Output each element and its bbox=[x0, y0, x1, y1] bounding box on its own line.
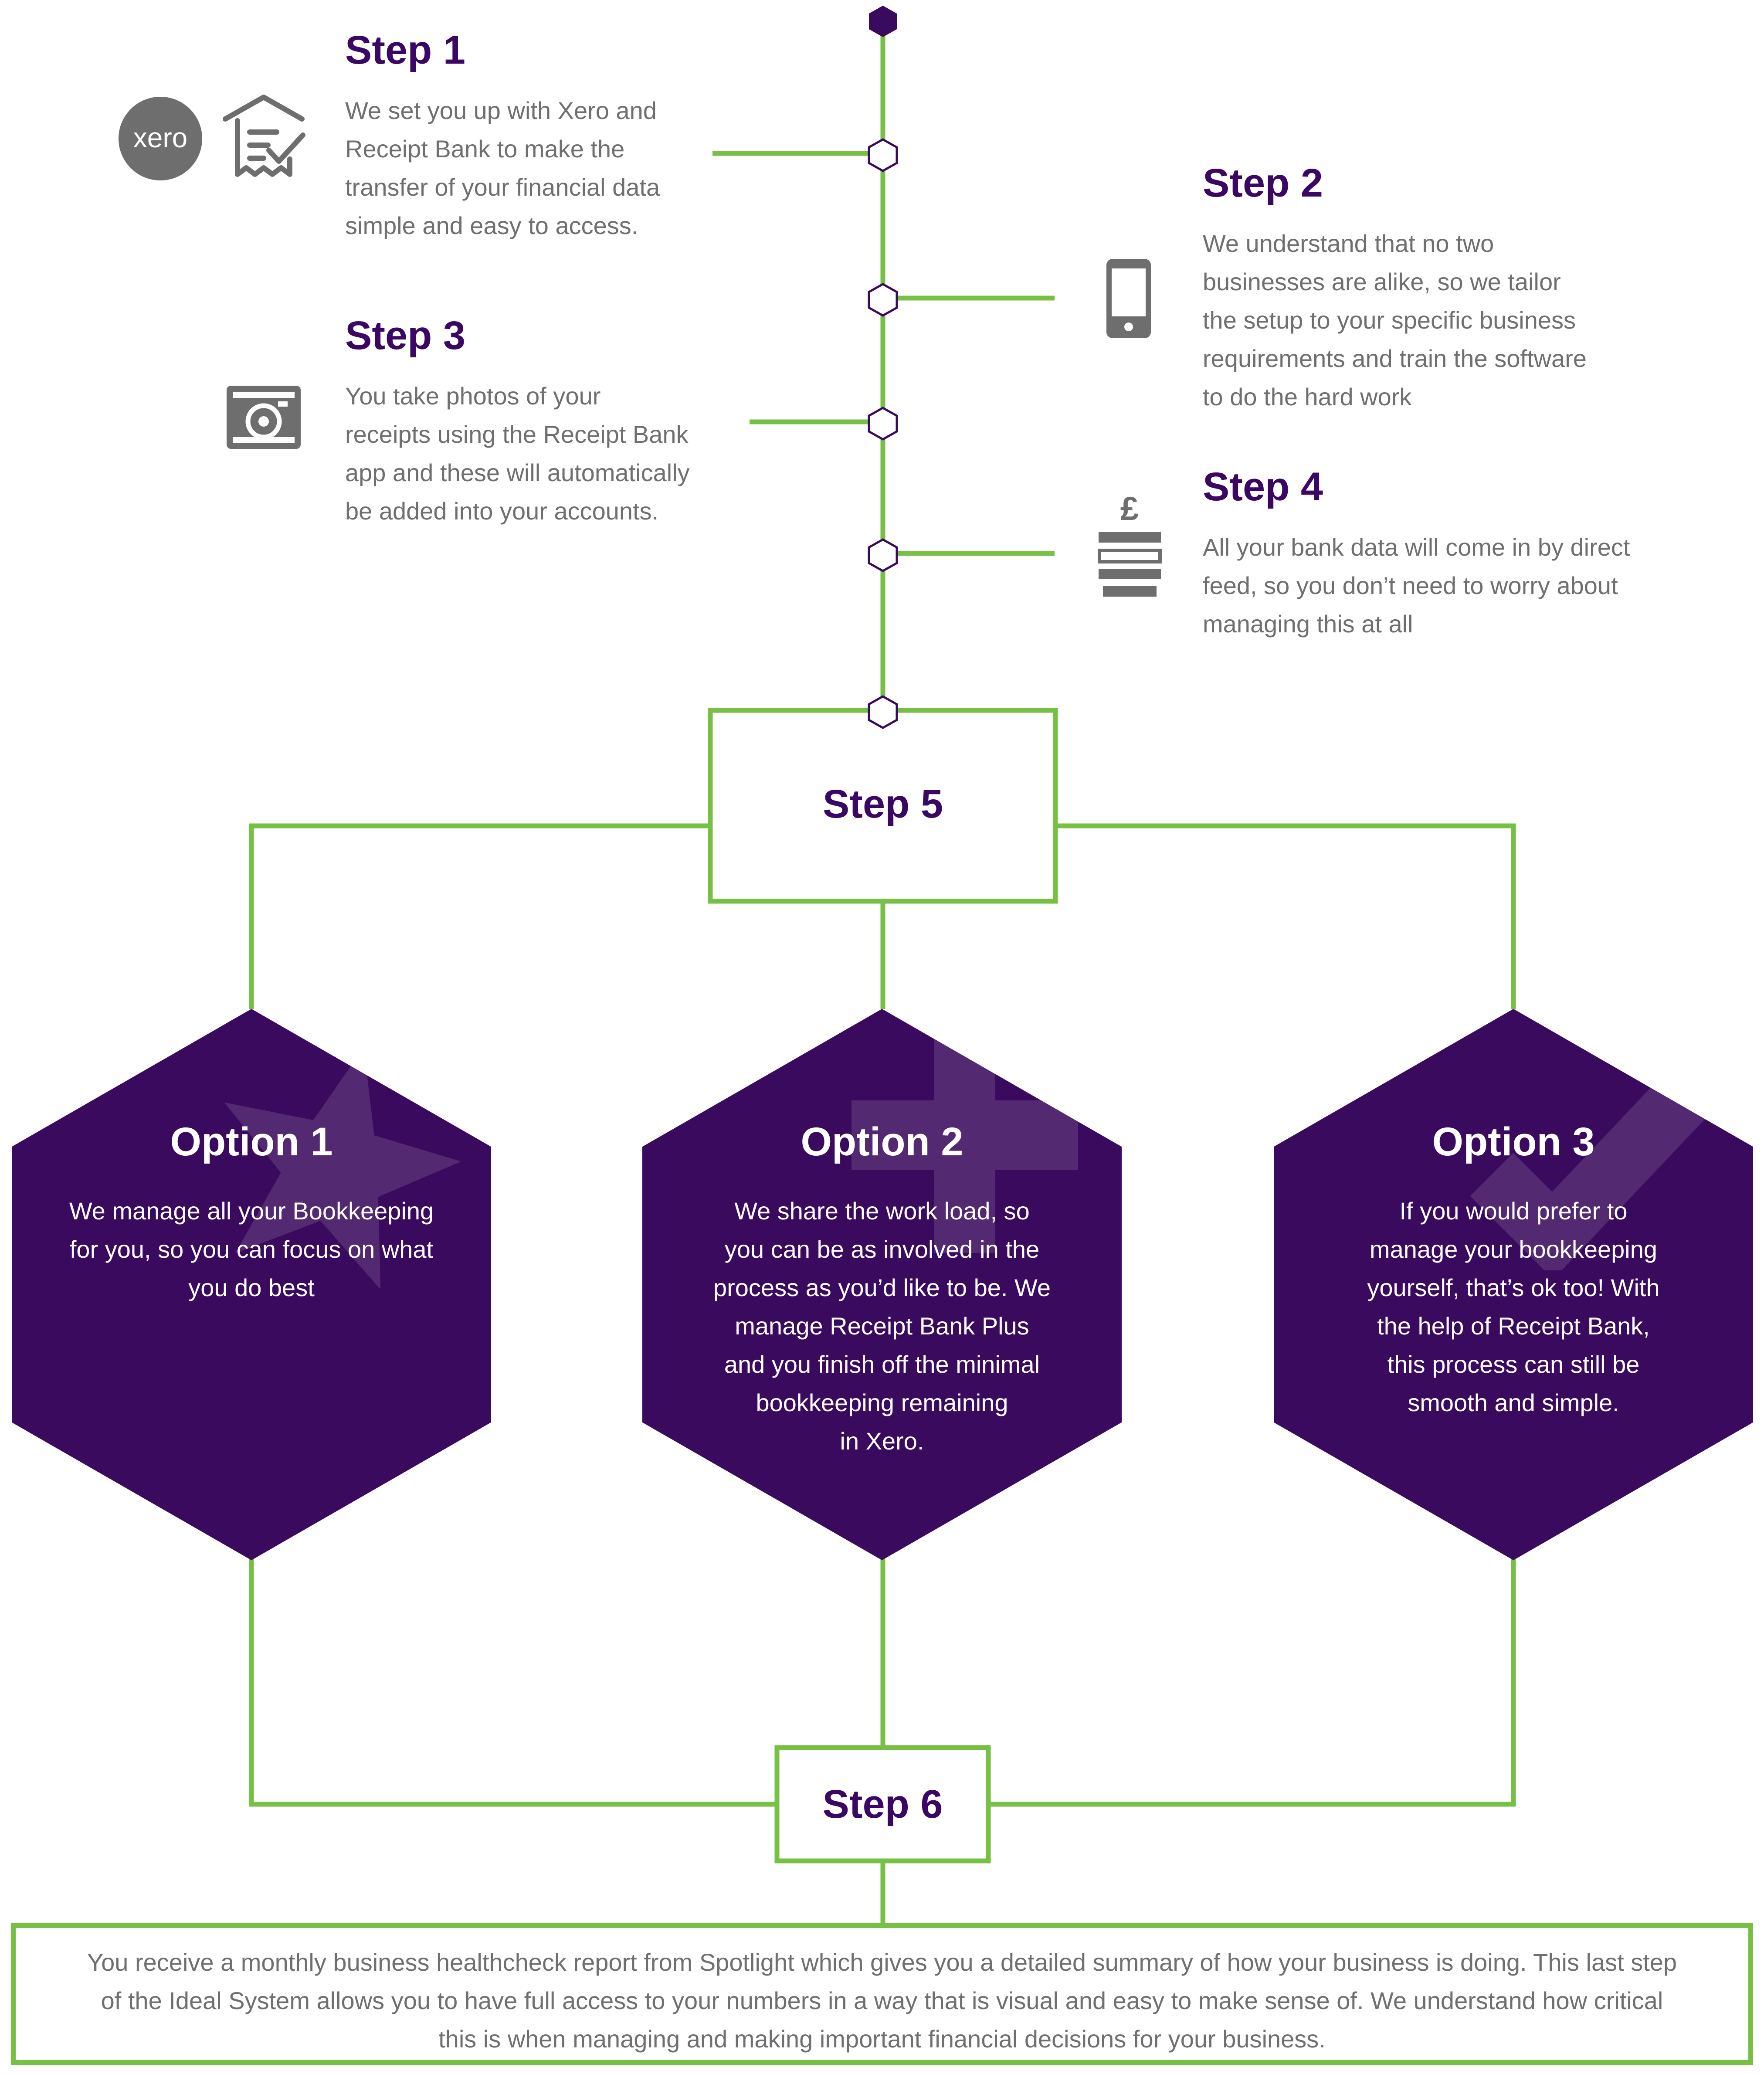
option-2-title: Option 2 bbox=[801, 1120, 963, 1164]
step-6-description: You receive a monthly business healthche… bbox=[87, 1948, 1677, 2053]
option-1-title: Option 1 bbox=[170, 1120, 333, 1164]
connector-step5-option3 bbox=[1055, 823, 1516, 1009]
star-icon bbox=[224, 1047, 461, 1288]
pound-symbol: £ bbox=[1120, 490, 1139, 527]
xero-logo: xero bbox=[119, 97, 202, 180]
option-1-description: We manage all your Bookkeeping for you, … bbox=[69, 1197, 434, 1301]
step-3-title: Step 3 bbox=[345, 313, 466, 358]
checkmark-icon bbox=[1470, 1049, 1727, 1270]
timeline-start-node bbox=[869, 6, 897, 37]
step-2-title: Step 2 bbox=[1203, 161, 1323, 205]
option-3-hexagon: Option 3 If you would prefer to manage y… bbox=[1274, 1009, 1753, 1560]
timeline-node-step-3 bbox=[868, 407, 898, 441]
option-2-hexagon: Option 2 We share the work load, so you … bbox=[642, 1009, 1122, 1560]
option-2-description: We share the work load, so you can be as… bbox=[713, 1197, 1051, 1455]
step-6-title: Step 6 bbox=[822, 1782, 943, 1826]
step-4-description: All your bank data will come in by direc… bbox=[1203, 533, 1630, 638]
smartphone-icon bbox=[1106, 259, 1151, 338]
xero-logo-text: xero bbox=[133, 122, 188, 153]
camera-icon bbox=[227, 386, 301, 449]
step-5-title: Step 5 bbox=[822, 782, 943, 826]
step-3-description: You take photos of your receipts using t… bbox=[345, 382, 690, 525]
timeline-node-step-1 bbox=[868, 138, 898, 172]
receipt-check-icon bbox=[223, 95, 305, 177]
step-2-description: We understand that no two businesses are… bbox=[1203, 230, 1587, 411]
option-3-title: Option 3 bbox=[1432, 1120, 1595, 1164]
timeline-node-step-2 bbox=[868, 283, 898, 317]
connector-step5-option1 bbox=[249, 823, 710, 1009]
option-1-hexagon: Option 1 We manage all your Bookkeeping … bbox=[12, 1009, 491, 1560]
step-1-description: We set you up with Xero and Receipt Bank… bbox=[345, 97, 660, 239]
step-6-summary-box: You receive a monthly business healthche… bbox=[11, 1923, 1753, 2065]
connector-option1-step6 bbox=[249, 1558, 777, 1807]
timeline-node-step-5 bbox=[868, 695, 898, 729]
option-3-description: If you would prefer to manage your bookk… bbox=[1367, 1197, 1660, 1416]
timeline-node-step-4 bbox=[868, 538, 898, 572]
connector-option3-step6 bbox=[988, 1558, 1516, 1807]
step-1-title: Step 1 bbox=[345, 28, 466, 72]
step-4-title: Step 4 bbox=[1203, 465, 1323, 509]
pound-bank-icon: £ bbox=[1098, 490, 1162, 597]
